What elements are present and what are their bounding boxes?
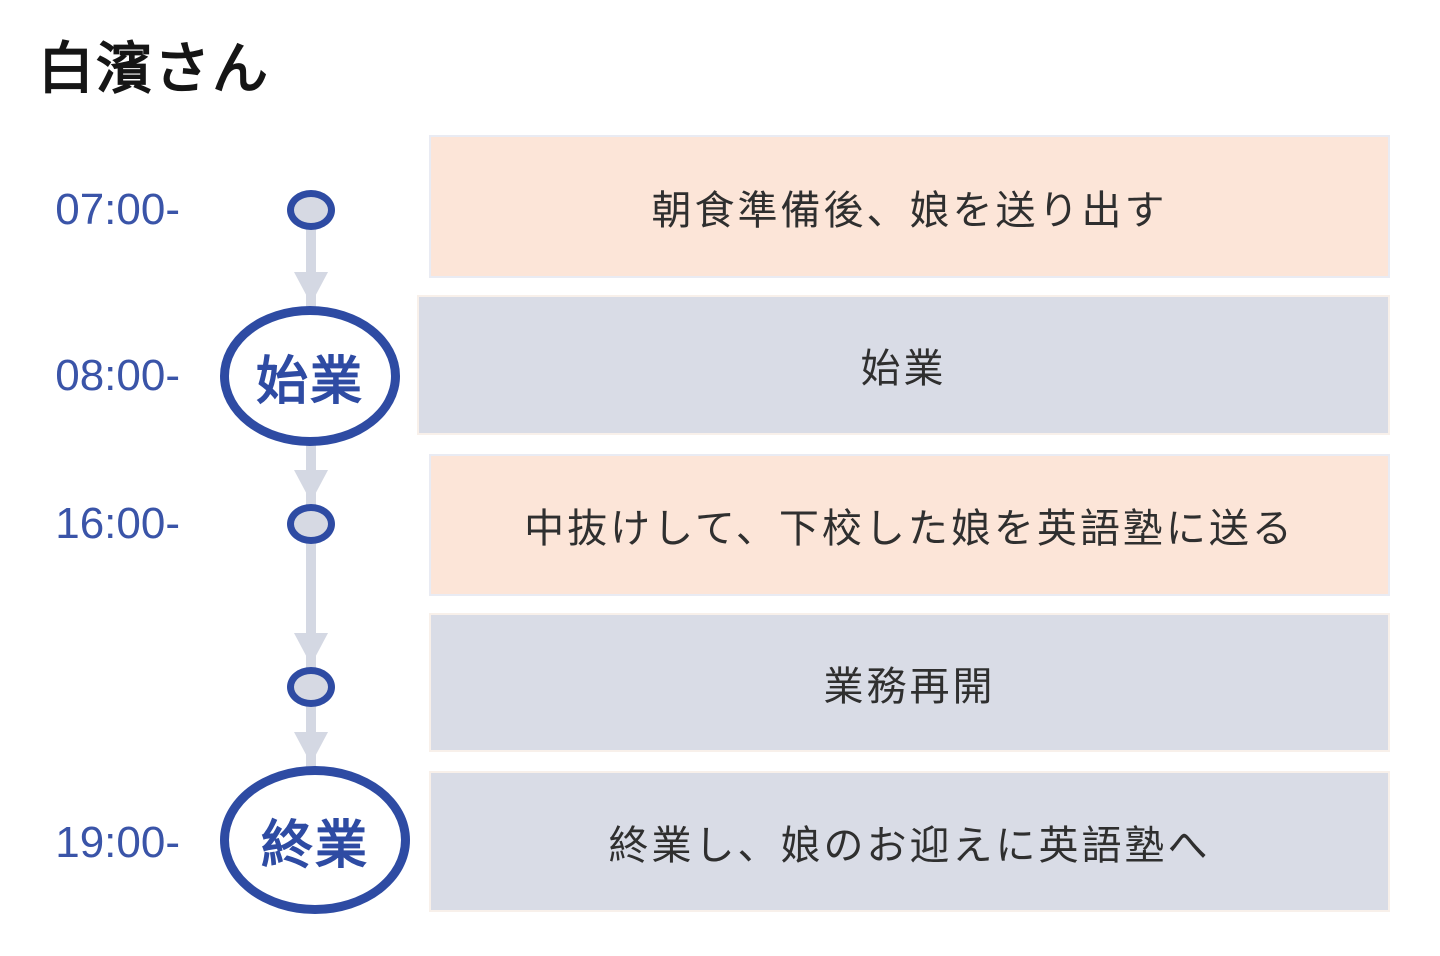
event-box-text: 終業し、娘のお迎えに英語塾へ (608, 823, 1211, 868)
event-box-text: 中抜けして、下校した娘を英語塾に送る (524, 507, 1295, 551)
arrow-down-icon (294, 470, 328, 502)
milestone-circle-start-work: 始業 (220, 306, 400, 446)
milestone-circle-label: 終業 (260, 816, 369, 875)
milestone-dot-0700 (287, 190, 335, 230)
arrow-down-icon (294, 732, 328, 764)
event-box-resume-work: 業務再開 (429, 613, 1390, 752)
milestone-circle-label: 始業 (255, 352, 364, 411)
milestone-circle-end-work: 終業 (220, 766, 410, 914)
time-label-1600: 16:00- (55, 499, 180, 548)
event-box-text: 朝食準備後、娘を送り出す (651, 188, 1168, 233)
arrow-down-icon (294, 633, 328, 665)
page-title: 白濱さん (38, 37, 270, 100)
time-label-0800: 08:00- (55, 351, 180, 400)
event-box-text: 始業 (860, 347, 947, 391)
event-box-start-work: 始業 (417, 295, 1390, 435)
event-box-breakfast: 朝食準備後、娘を送り出す (429, 135, 1390, 278)
milestone-dot-resume (287, 667, 335, 707)
event-box-end-work: 終業し、娘のお迎えに英語塾へ (429, 771, 1390, 912)
time-label-0700: 07:00- (55, 185, 180, 234)
event-box-take-daughter: 中抜けして、下校した娘を英語塾に送る (429, 454, 1390, 596)
arrow-down-icon (294, 272, 328, 304)
time-label-1900: 19:00- (55, 818, 180, 867)
milestone-dot-1600 (287, 504, 335, 544)
event-box-text: 業務再開 (823, 664, 996, 709)
